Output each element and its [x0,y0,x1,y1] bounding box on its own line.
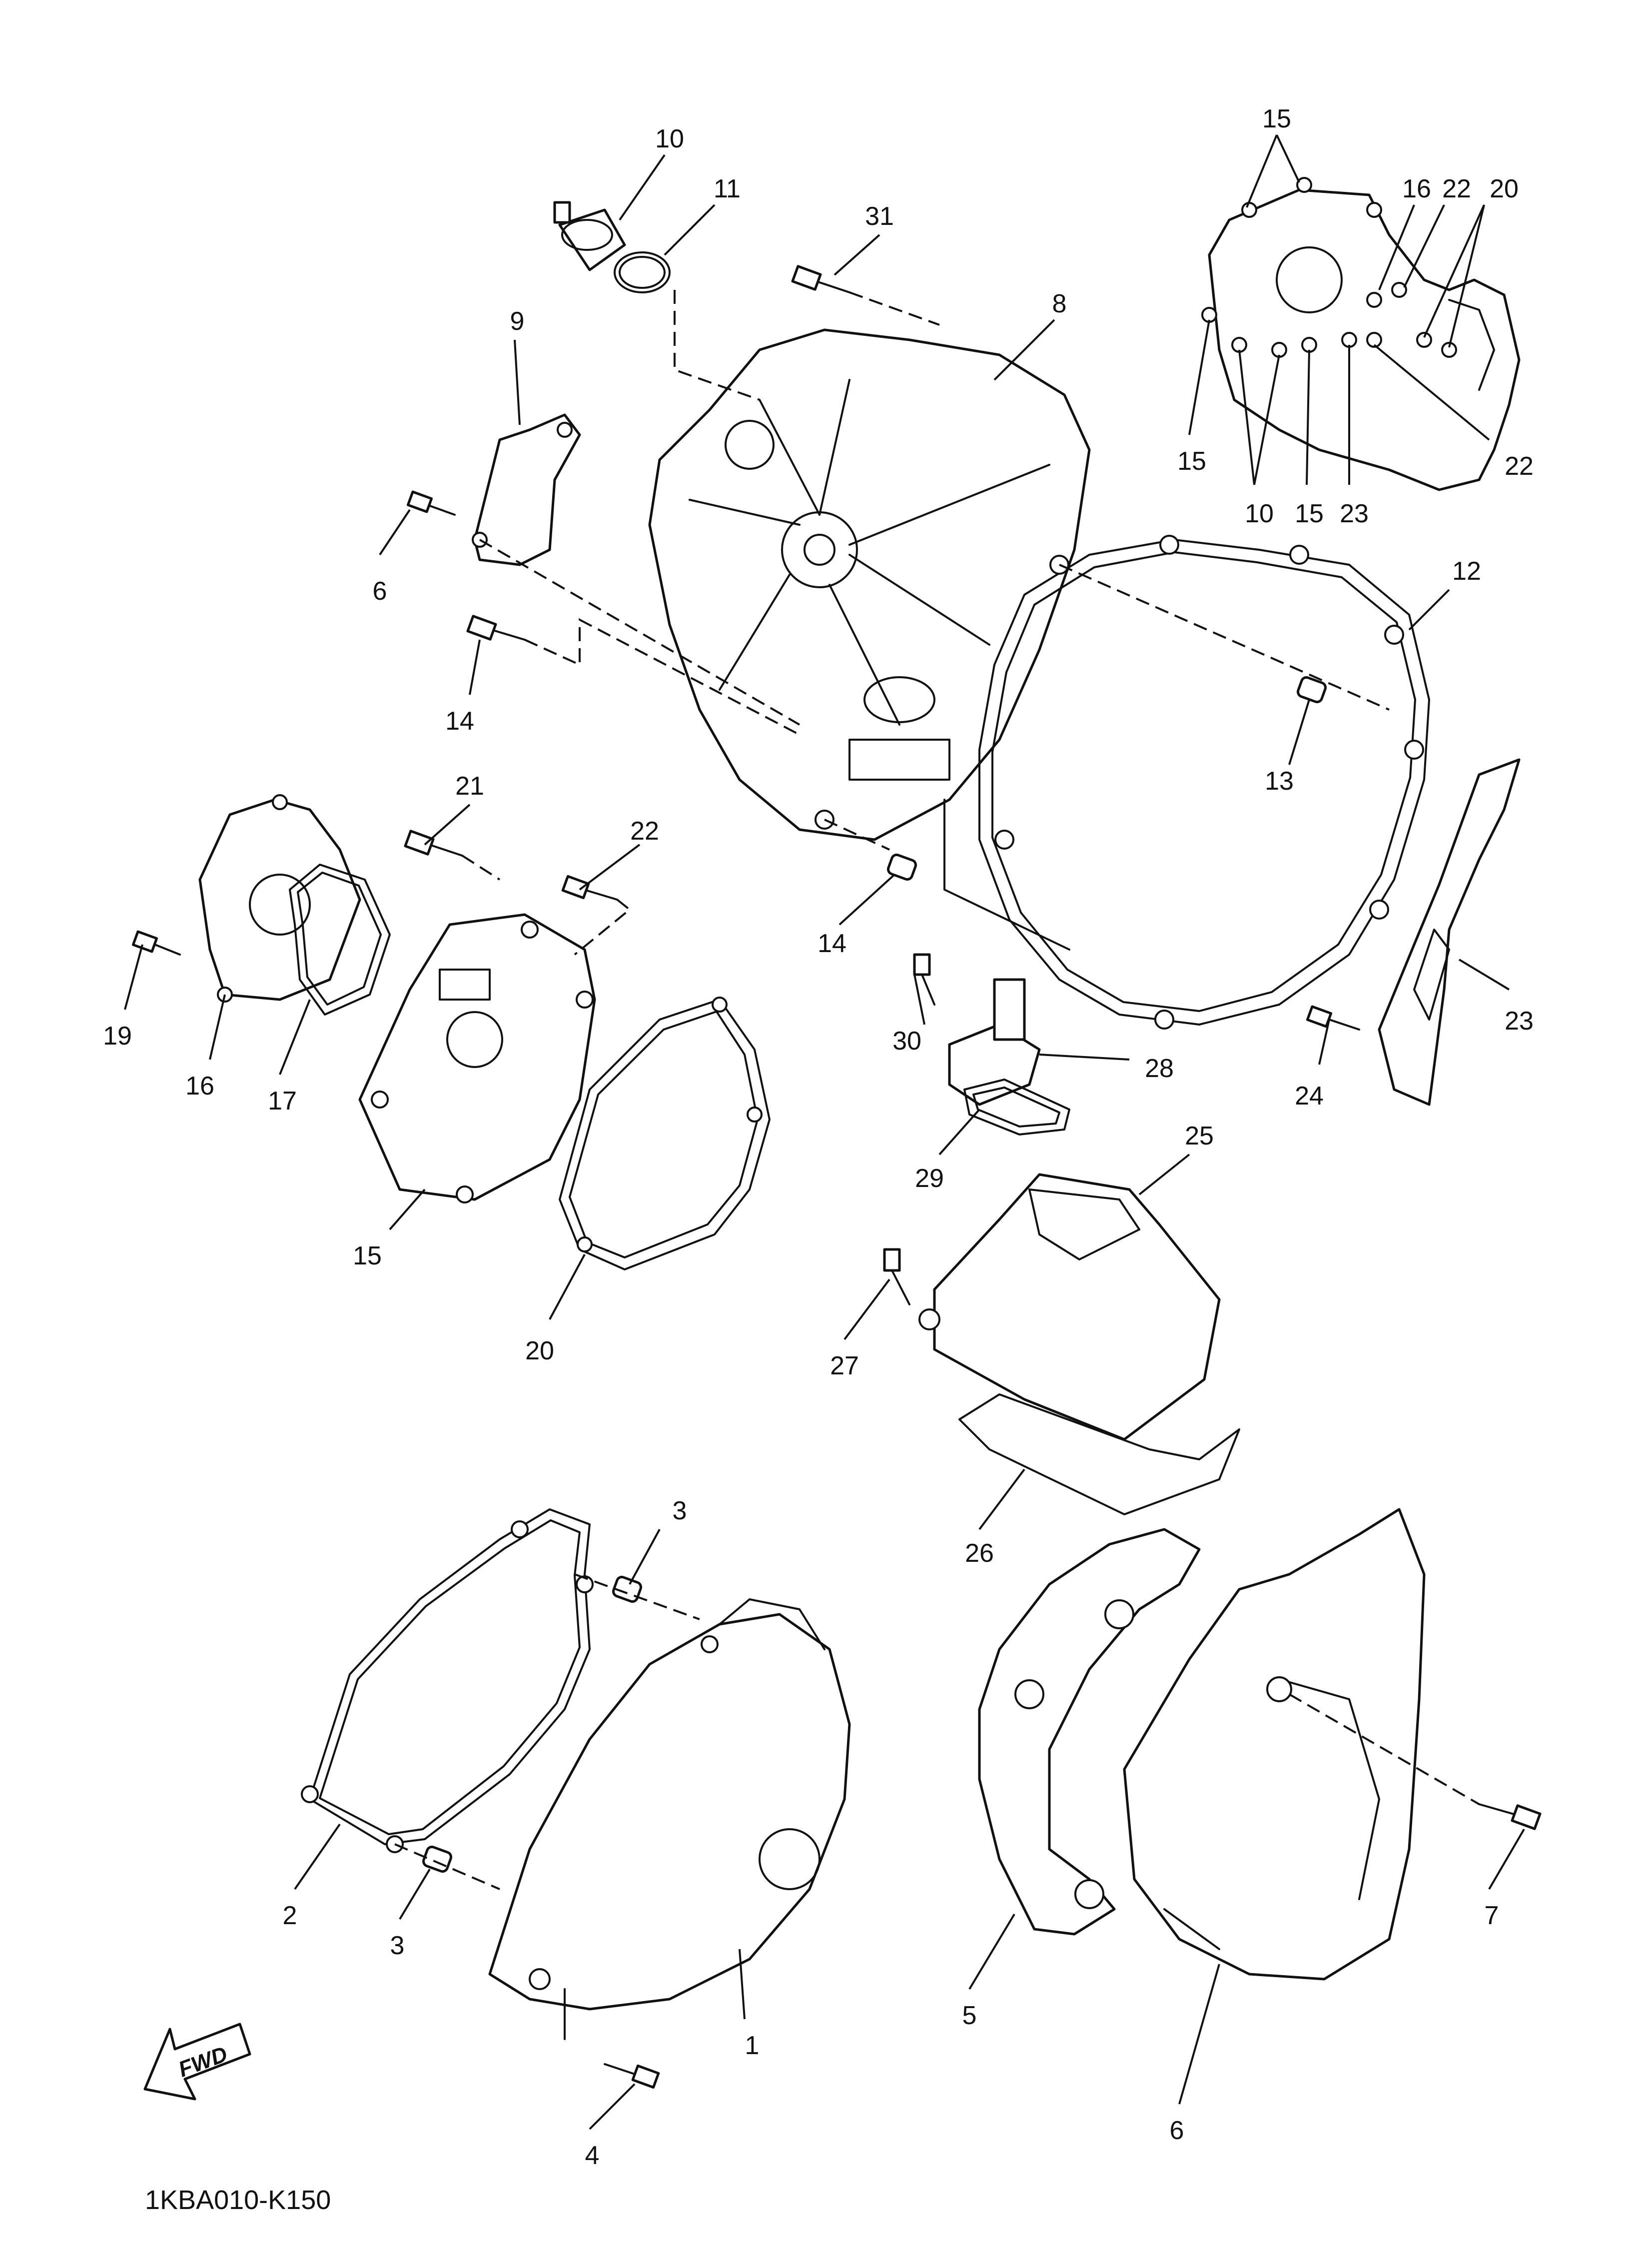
sprocket-cover-part-5 [978,1528,1201,1936]
inset-callout-15: 15 [1262,104,1291,133]
callout-5: 5 [962,2001,977,2030]
callout-20: 19 [103,1022,132,1051]
bolt-part-16 [466,615,526,641]
inset-callout-16: 16 [1402,174,1431,203]
callout-6: 6 [1170,2116,1184,2145]
callout-leaders [124,154,1525,2130]
callout-15: 31 [865,202,894,231]
callout-22: 21 [455,772,484,801]
alignment-line [461,855,501,881]
callout-labels: 10 11 31 8 9 6 12 13 14 21 22 14 19 16 1… [103,104,1534,2170]
plug-part-11 [553,201,626,271]
callout-14-lower: 14 [818,929,846,958]
callout-8: 8 [1052,289,1067,318]
callout-24: 23 [1505,1007,1534,1036]
alignment-line [394,1843,500,1890]
pipe-part-29 [948,978,1041,1106]
alignment-line [1288,1693,1480,1805]
callout-29: 28 [1145,1054,1174,1083]
callout-25: 24 [1295,1082,1324,1111]
inset-callout-20: 20 [1490,174,1519,203]
callout-21: 20 [525,1336,554,1365]
callout-14-upper: 13 [1265,767,1294,796]
callout-10: 6 [373,577,387,606]
callout-3-lower: 3 [390,1931,405,1960]
crankcase-gasket-part-13 [978,535,1430,1030]
generator-cover-part-1 [488,1598,851,2011]
inset-callout-23: 23 [1340,499,1369,528]
gasket-part-21 [559,997,771,1270]
callout-4: 4 [585,2141,600,2170]
gasket-part-19 [289,864,391,1016]
engine-cover-part-6 [1123,1508,1426,1981]
bolt-part-22 [404,830,463,857]
alignment-line [524,618,800,736]
alignment-line [824,819,890,851]
callout-12: 11 [714,174,741,203]
bolt-part-4 [604,2063,660,2089]
alignment-line [1059,564,1390,711]
dowel-part-3-lower [422,1845,453,1873]
o-ring-part-12 [614,251,671,293]
inset-callout-10: 10 [1245,499,1274,528]
callout-7: 7 [1485,1901,1499,1930]
gasket-part-2 [301,1508,594,1853]
inset-callout-15b: 15 [1177,447,1206,476]
forward-direction-arrow: FWD [143,2023,251,2101]
crankcase-cover-part-8 [648,328,1091,841]
bolt-part-28 [883,1248,910,1305]
bolt-part-20 [131,930,181,956]
inset-callout-22b: 22 [1505,452,1534,481]
callout-19: 17 [268,1087,297,1116]
callout-23: 22 [630,817,659,846]
inset-callout-22: 22 [1442,174,1471,203]
alignment-line [674,290,760,401]
diagram-code: 1KBA010-K150 [145,2185,331,2215]
gasket-part-30 [963,1079,1070,1135]
alignment-line [574,899,632,956]
cover-plate-part-9 [472,413,581,566]
callout-30: 29 [915,1164,944,1193]
gasket-part-27 [958,1393,1240,1515]
callout-11: 10 [655,124,684,153]
inset-bolt-location-view [1188,134,1521,491]
cover-part-18 [198,794,361,1003]
callout-18: 16 [185,1072,214,1101]
callout-16: 14 [445,707,474,736]
callout-31: 30 [892,1027,921,1056]
alignment-line [943,799,1070,951]
bolt-part-23 [561,875,618,901]
callout-3-upper: 3 [673,1496,687,1525]
alignment-line [849,291,940,326]
bolt-part-10 [406,490,456,516]
bolt-part-25 [1306,1005,1360,1031]
callout-28: 27 [830,1351,859,1380]
bracket-part-24 [1378,758,1521,1106]
callout-1: 1 [745,2031,760,2060]
callout-26: 25 [1185,1122,1214,1150]
callout-9: 9 [510,307,525,336]
oil-pan-part-26 [918,1173,1221,1441]
callout-13: 12 [1452,557,1481,586]
callout-17: 15 [353,1241,382,1270]
bolt-part-7 [1478,1803,1542,1830]
dowel-part-14-lower [886,853,917,881]
alignment-line [574,1573,700,1620]
housing-part-17 [358,913,596,1203]
callout-2: 2 [283,1901,297,1930]
bolt-part-15 [791,265,850,293]
callout-27: 26 [965,1539,994,1568]
bolt-part-31 [913,953,935,1006]
inset-callout-15c: 15 [1295,499,1324,528]
dowel-part-14-upper [1296,676,1327,704]
